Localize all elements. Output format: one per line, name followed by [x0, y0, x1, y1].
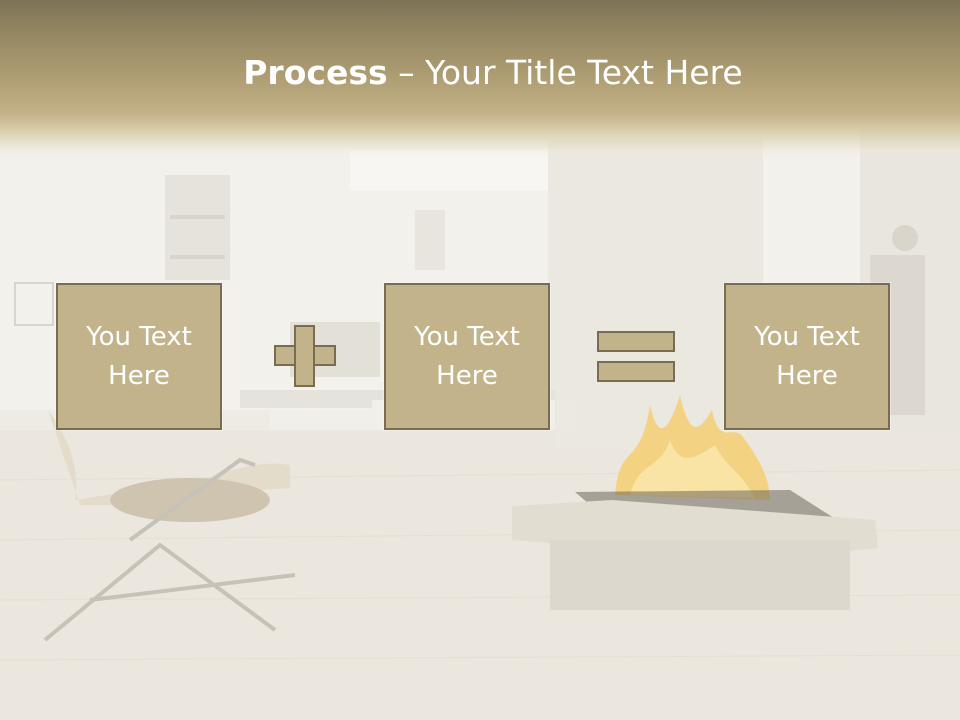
process-step-2[interactable]: You Text Here [384, 283, 550, 430]
process-result-text: You Text Here [754, 321, 860, 391]
title-rest: – Your Title Text Here [387, 53, 743, 92]
process-result[interactable]: You Text Here [724, 283, 890, 430]
equals-icon[interactable] [597, 331, 675, 383]
equals-bottom-bar [597, 361, 675, 382]
title-bold: Process [243, 53, 388, 92]
process-step-1[interactable]: You Text Here [56, 283, 222, 430]
slide-title[interactable]: Process – Your Title Text Here [0, 53, 960, 92]
title-band [0, 0, 960, 160]
process-step-1-text: You Text Here [86, 321, 192, 391]
process-step-2-text: You Text Here [414, 321, 520, 391]
plus-icon[interactable] [274, 325, 336, 387]
equals-top-bar [597, 331, 675, 352]
plus-center [296, 347, 313, 364]
